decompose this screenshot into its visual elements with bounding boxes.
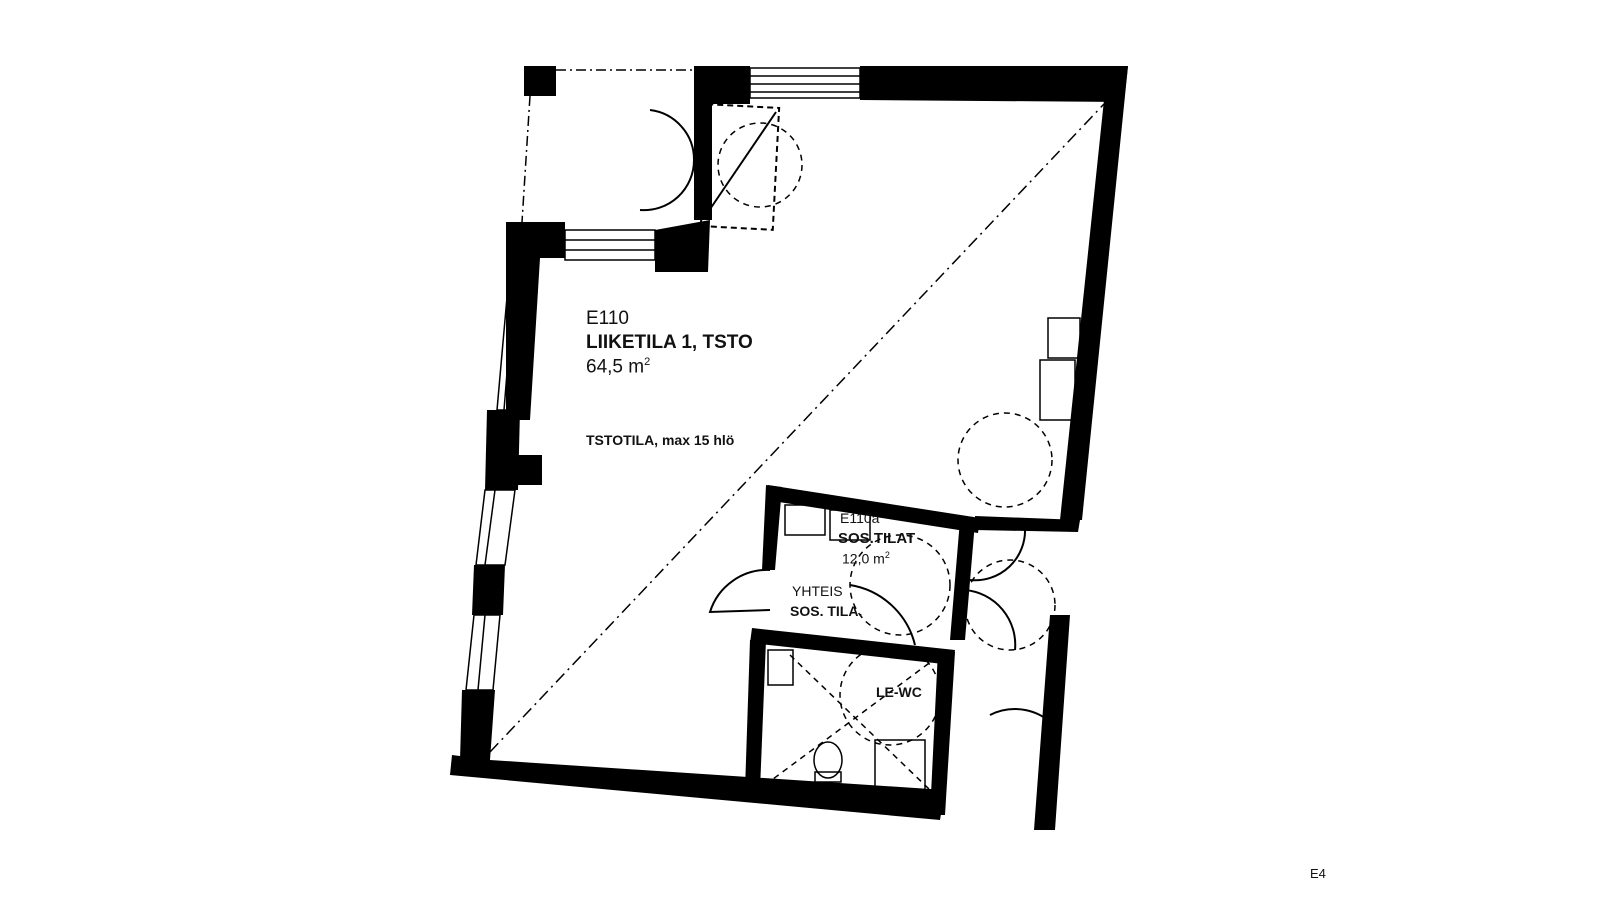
toilet-icon [813,741,843,779]
room-name-wc: LE-WC [876,684,922,700]
room-area-main: 64,5 m2 [586,356,650,378]
room-id-main: E110 [586,308,629,329]
walls [450,66,1128,830]
windows [465,67,861,691]
area-unit-sup: 2 [884,550,890,560]
room-area-social: 12,0 m2 [842,550,890,567]
room-sub-2: SOS. TILA. [790,603,863,619]
area-value: 12,0 m [842,550,885,567]
dashed-lines [489,103,1105,791]
area-value: 64,5 m [586,356,645,378]
doors [639,103,1046,719]
fixtures [767,317,1081,791]
room-usage-main: TSTOTILA, max 15 hlö [586,432,735,448]
room-name-social: SOS.TILAT [838,530,916,547]
area-unit-sup: 2 [644,356,651,368]
room-name-main: LIIKETILA 1, TSTO [586,332,753,353]
edge-label: E4 [1310,866,1326,881]
room-id-social: E110a [840,510,880,526]
room-sub-1: YHTEIS [792,583,843,599]
